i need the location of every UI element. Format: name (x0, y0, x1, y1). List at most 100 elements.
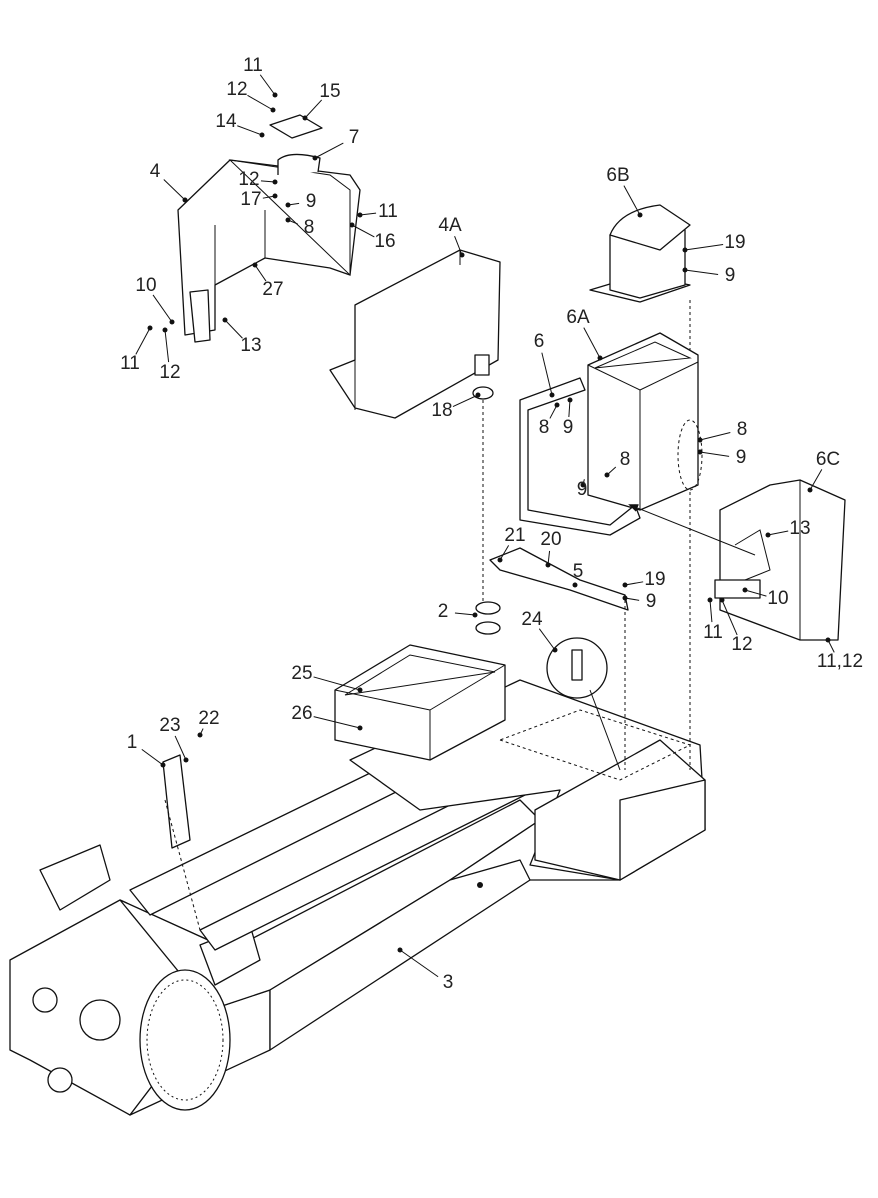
callout-label: 6A (566, 307, 590, 328)
leader-line (684, 244, 724, 251)
leader-line (809, 469, 823, 491)
fastener-mark (183, 757, 189, 763)
leader-line (135, 327, 151, 355)
callout-label: 7 (349, 127, 360, 148)
leader-line (549, 404, 558, 419)
callout-label: 9 (563, 417, 574, 438)
fastener-mark (349, 222, 355, 228)
callout-label: 13 (240, 335, 261, 356)
fastener-mark (545, 562, 551, 568)
fastener-mark (572, 582, 578, 588)
cover-part-4 (177, 114, 361, 343)
leader-line (699, 451, 730, 457)
callout-label: 9 (646, 591, 657, 612)
fastener-mark (597, 355, 603, 361)
callout-label: 4 (150, 161, 161, 182)
fastener-mark (472, 612, 478, 618)
fastener-mark (697, 437, 703, 443)
callout-label: 11 (703, 622, 723, 643)
callout-label: 1 (127, 732, 138, 753)
callout-label: 8 (737, 419, 748, 440)
callout-label: 10 (767, 588, 788, 609)
fastener-mark (622, 582, 628, 588)
panel-part-4A (329, 249, 501, 608)
leader-line (254, 264, 267, 282)
leader-line (684, 269, 719, 276)
fastener-mark (622, 595, 628, 601)
fastener-mark (259, 132, 265, 138)
fastener-mark (459, 252, 465, 258)
leader-line (304, 99, 323, 119)
callout-label: 26 (291, 703, 312, 724)
callout-label: 2 (438, 601, 449, 622)
callout-label: 4A (438, 215, 462, 236)
callout-label: 5 (573, 561, 584, 582)
leader-line (224, 319, 243, 339)
bracket-part-6 (519, 377, 641, 536)
leader-line (709, 599, 713, 623)
fastener-mark (497, 557, 503, 563)
leader-line (174, 735, 187, 761)
fastener-mark (285, 202, 291, 208)
fastener-mark (302, 115, 308, 121)
leader-line (454, 612, 476, 616)
fastener-mark (357, 212, 363, 218)
fastener-mark (397, 947, 403, 953)
fastener-mark (552, 647, 558, 653)
leader-line (499, 545, 510, 561)
leader-line (538, 628, 556, 651)
leader-line (164, 329, 170, 363)
callout-label: 12 (159, 362, 180, 383)
leader-line (721, 599, 738, 636)
callout-label: 19 (644, 569, 665, 590)
callout-label: 17 (240, 189, 261, 210)
callout-label: 12 (731, 634, 752, 655)
leader-line (259, 74, 276, 96)
fastener-mark (272, 92, 278, 98)
fastener-mark (285, 217, 291, 223)
fastener-mark (357, 725, 363, 731)
callout-label: 22 (198, 708, 219, 729)
callout-label: 10 (135, 275, 156, 296)
plate-part-1 (162, 754, 191, 849)
callout-label: 19 (724, 232, 745, 253)
fastener-mark (312, 155, 318, 161)
callout-label: 8 (539, 417, 550, 438)
leader-line (454, 235, 463, 256)
fastener-mark (765, 532, 771, 538)
leader-line (568, 399, 571, 418)
leader-line (152, 294, 173, 323)
duct-part-6B (589, 204, 691, 770)
fastener-mark (604, 472, 610, 478)
callout-label: 3 (443, 972, 454, 993)
callout-label: 21 (504, 525, 525, 546)
fastener-mark (567, 397, 573, 403)
leader-line (541, 352, 553, 396)
callout-label: 23 (159, 715, 180, 736)
fastener-mark (554, 402, 560, 408)
callout-label: 16 (374, 231, 395, 252)
leader-line (623, 185, 641, 216)
leader-line (452, 394, 479, 407)
fastener-mark (272, 193, 278, 199)
fastener-mark (182, 197, 188, 203)
leader-line (399, 949, 439, 978)
crossmember-part-5 (489, 547, 629, 611)
fastener-mark (270, 107, 276, 113)
leader-line (351, 224, 375, 238)
fastener-mark (580, 482, 586, 488)
leader-line (314, 142, 344, 159)
leader-line (313, 676, 361, 691)
callout-label: 18 (431, 400, 452, 421)
fastener-mark (682, 267, 688, 273)
fastener-mark (162, 327, 168, 333)
fastener-mark (475, 392, 481, 398)
callout-label: 20 (540, 529, 561, 550)
callout-label: 11,12 (817, 651, 863, 672)
callout-label: 8 (304, 217, 315, 238)
callout-label: 9 (736, 447, 747, 468)
callout-label: 14 (215, 111, 237, 132)
cover-part-6C (714, 479, 846, 641)
callout-label: 13 (789, 518, 810, 539)
